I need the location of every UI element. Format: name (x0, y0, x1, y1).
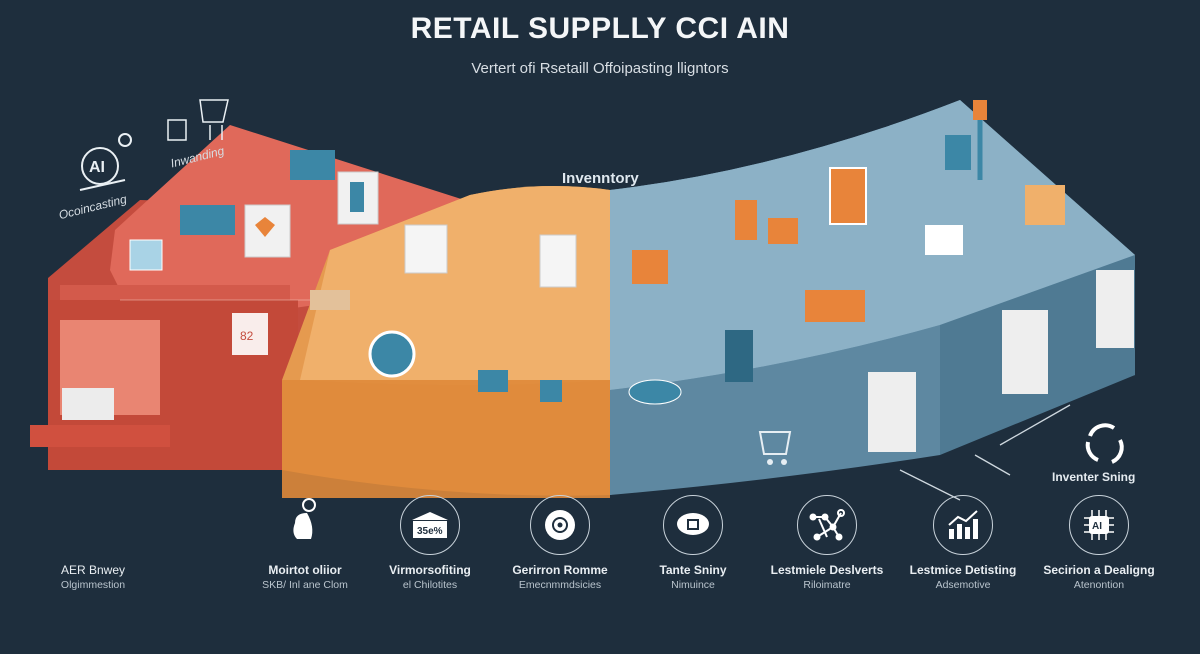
cart-flow-icon (63, 495, 123, 555)
feature-item-4: Gerirron Romme Emecnmmdsicies (485, 495, 635, 591)
feature-subtitle: Adsemotive (935, 579, 991, 591)
feature-subtitle: Atenontion (1073, 579, 1125, 591)
feature-subtitle: Emecnmmdsicies (518, 579, 602, 591)
ai-chip-icon: AI (1069, 495, 1129, 555)
feature-item-3: 35e% Virmorsofiting el Chilotites (355, 495, 505, 591)
svg-text:82: 82 (240, 329, 254, 343)
planning-basket-icon (167, 99, 229, 141)
svg-text:AI: AI (1092, 521, 1102, 532)
page-title: RETAIL SUPPLLY CCI AIN (410, 12, 790, 45)
inventory-stage-label: Invenntory (562, 170, 639, 187)
feature-item-8: AI Secirion a Dealigng Atenontion (1024, 495, 1174, 591)
feature-subtitle: Olgimmestion (60, 579, 126, 591)
feature-title: Lestmiele Deslverts (770, 563, 884, 577)
feature-item-2: Moirtot oliior SKB/ Inl ane Clom (230, 495, 380, 591)
orange-zone (282, 186, 610, 498)
feature-item-6: Lestmiele Deslverts Riloimatre (752, 495, 902, 591)
feature-item-5: Tante Sniny Nimuince (618, 495, 768, 591)
cloud-lock-icon (663, 495, 723, 555)
feature-title: Gerirron Romme (512, 563, 608, 577)
page-subtitle: Vertert ofi Rsetaill Offoipasting llignt… (471, 60, 729, 77)
feature-title: Lestmice Detisting (909, 563, 1017, 577)
feature-title: Moirtot oliior (268, 563, 342, 577)
blue-zone (610, 100, 1135, 501)
feature-title: Tante Sniny (659, 563, 727, 577)
feature-subtitle: Nimuince (671, 579, 715, 591)
inventory-sync-label: Inventer Sning (1052, 470, 1136, 484)
feature-item-1: AER Bnwey Olgimmestion (18, 495, 168, 591)
feature-row: AER Bnwey Olgimmestion Moirtot oliior SK… (0, 495, 1200, 615)
feature-item-7: Lestmice Detisting Adsemotive (888, 495, 1038, 591)
svg-text:35e%: 35e% (417, 526, 443, 537)
ai-forecasting-icon: AI (79, 133, 132, 191)
gear-wheel-icon (530, 495, 590, 555)
feature-title: Secirion a Dealigng (1043, 563, 1155, 577)
growth-chart-icon (933, 495, 993, 555)
feature-title: Virmorsofiting (389, 563, 471, 577)
feature-subtitle: Riloimatre (803, 579, 851, 591)
warehouse-percent-icon: 35e% (400, 495, 460, 555)
svg-text:AI: AI (89, 159, 105, 176)
feature-subtitle: SKB/ Inl ane Clom (262, 579, 348, 591)
network-graph-icon (797, 495, 857, 555)
sync-cycle-icon (1085, 423, 1124, 464)
robot-assistant-icon (275, 495, 335, 555)
feature-title: AER Bnwey (60, 563, 126, 577)
feature-subtitle: el Chilotites (402, 579, 458, 591)
